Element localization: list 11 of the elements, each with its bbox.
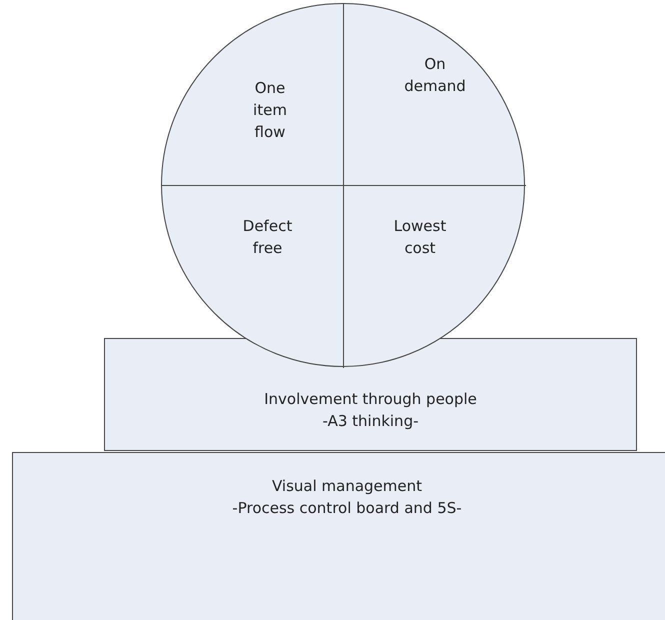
- label-text: Involvement through people: [264, 388, 477, 410]
- label-text: -A3 thinking-: [322, 410, 418, 432]
- label-text: -Process control board and 5S-: [232, 498, 462, 519]
- label-text: Lowest cost: [392, 216, 448, 259]
- circle-quadrant: [162, 4, 344, 186]
- label-text: On demand: [403, 54, 467, 96]
- label-text: Visual management: [272, 476, 422, 497]
- pillar-box: [104, 338, 637, 451]
- label-text: One item flow: [252, 78, 288, 142]
- base-box: [12, 452, 665, 620]
- label-text: Defect free: [242, 216, 294, 259]
